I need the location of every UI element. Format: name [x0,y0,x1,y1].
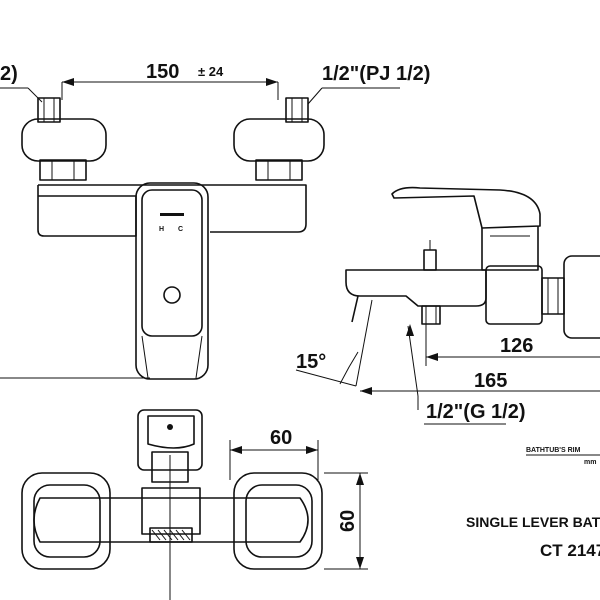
unit-label: mm [584,459,596,466]
hot-marker: H [159,226,164,233]
front-view: 150 ± 24 2) 1/2"(PJ 1/2) [0,61,430,380]
dim-150-tolerance: ± 24 [198,64,224,79]
product-name: SINGLE LEVER BATH & SI [466,514,600,530]
left-inlet-thread-label: 2) [0,63,18,85]
bathtub-rim-label: BATHTUB'S RIM [526,447,581,454]
outlet-hatch [151,529,191,541]
dim-150: 150 [146,61,179,83]
plan-view: 60 60 [21,409,368,600]
dim-angle: 15° [296,351,326,373]
right-inlet-thread-label: 1/2"(PJ 1/2) [322,63,430,85]
side-view: 126 165 15° 1/2"(G 1/2) BATHTUB'S RIM mm [295,186,600,466]
outlet-thread-label: 1/2"(G 1/2) [426,401,526,423]
dim-plan-width: 60 [270,427,292,449]
model-number: CT 2147 [540,541,600,560]
dim-126: 126 [500,335,533,357]
title-block: SINGLE LEVER BATH & SI CT 2147 [466,514,600,560]
dim-165: 165 [474,370,507,392]
dim-plan-height: 60 [337,510,359,532]
cold-marker: C [178,226,183,233]
